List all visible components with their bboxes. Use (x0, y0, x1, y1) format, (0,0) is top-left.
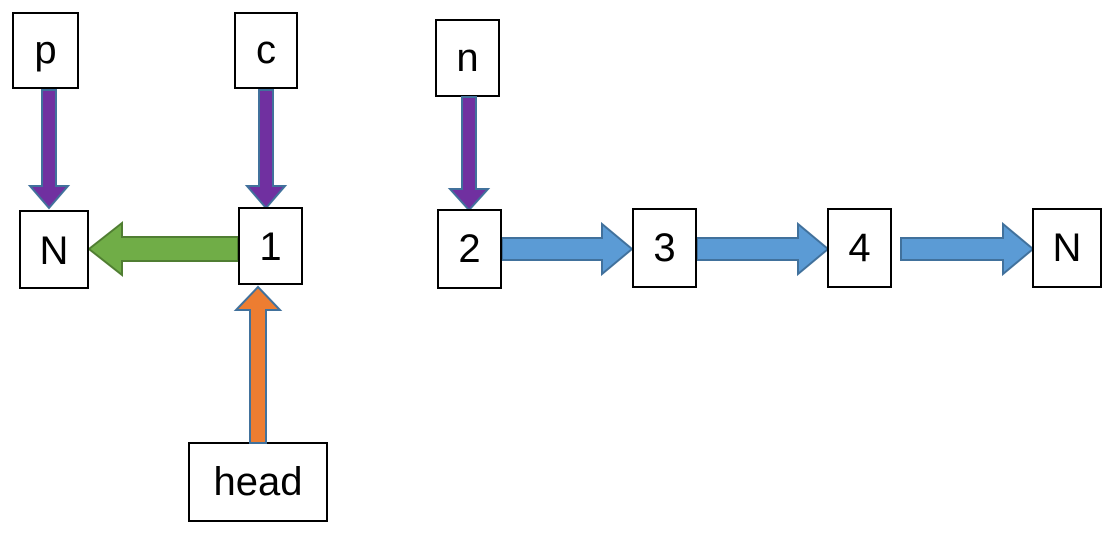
node-null-right: N (1032, 208, 1102, 288)
link-3-to-4-arrow (696, 221, 830, 277)
node-null-left-label: N (40, 229, 69, 273)
node-3: 3 (632, 208, 697, 288)
pointer-c-arrow (244, 89, 288, 210)
node-null-right-label: N (1053, 226, 1082, 270)
link-4-to-null-arrow (900, 221, 1035, 277)
node-2-label: 2 (458, 227, 480, 271)
node-null-left: N (19, 210, 89, 289)
node-4: 4 (827, 208, 892, 288)
node-1: 1 (238, 207, 303, 285)
pointer-p: p (12, 12, 79, 89)
node-1-label: 1 (259, 225, 281, 269)
pointer-c: c (234, 12, 298, 89)
pointer-n-arrow (447, 96, 491, 212)
node-3-label: 3 (653, 226, 675, 270)
head-arrow (233, 285, 283, 444)
node-2: 2 (437, 209, 502, 289)
pointer-head: head (188, 442, 328, 522)
pointer-head-label: head (214, 460, 303, 504)
node-4-label: 4 (848, 226, 870, 270)
pointer-c-label: c (256, 28, 276, 72)
pointer-n-label: n (456, 36, 478, 80)
pointer-p-label: p (34, 28, 56, 72)
reversed-link-arrow (87, 220, 239, 278)
pointer-n: n (435, 19, 500, 97)
link-2-to-3-arrow (501, 221, 634, 277)
pointer-p-arrow (27, 89, 71, 210)
